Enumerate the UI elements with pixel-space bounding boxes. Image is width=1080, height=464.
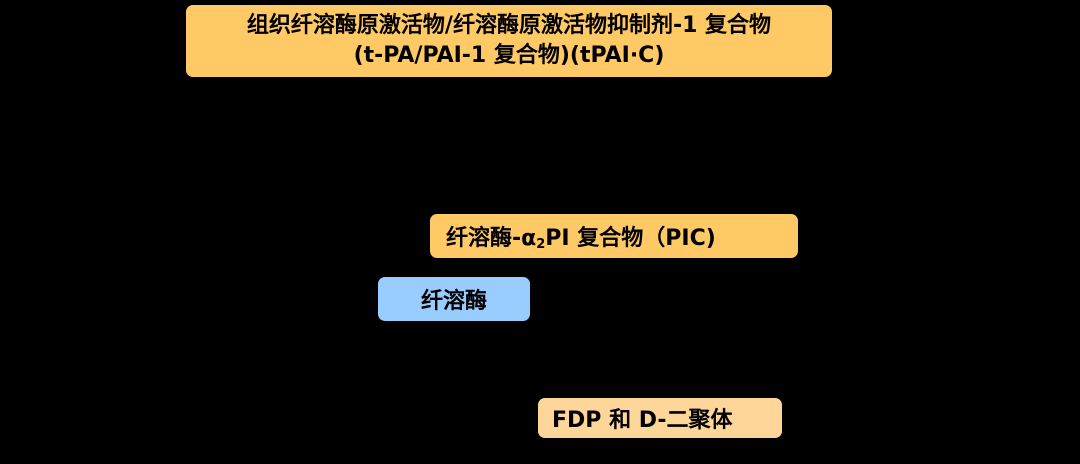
node-pic-subscript: 2: [536, 237, 546, 252]
node-fdp-d-dimer: FDP 和 D-二聚体: [538, 398, 782, 438]
node-tpa-pai1-complex: 组织纤溶酶原激活物/纤溶酶原激活物抑制剂-1 复合物 (t-PA/PAI-1 复…: [186, 5, 832, 77]
node-tpa-line2: (t-PA/PAI-1 复合物)(tPAI·C): [353, 43, 665, 68]
node-tpa-line1: 组织纤溶酶原激活物/纤溶酶原激活物抑制剂-1 复合物: [246, 13, 772, 38]
node-pic-suffix: PI 复合物（PIC): [545, 226, 716, 251]
node-pic-label: 纤溶酶-α2PI 复合物（PIC): [446, 220, 716, 252]
node-plasmin-label: 纤溶酶: [420, 289, 487, 314]
node-fdp-label: FDP 和 D-二聚体: [552, 408, 733, 433]
node-plasmin: 纤溶酶: [378, 277, 530, 321]
node-pic-prefix: 纤溶酶-α: [446, 226, 537, 251]
node-plasmin-a2pi-complex: 纤溶酶-α2PI 复合物（PIC): [430, 214, 798, 258]
